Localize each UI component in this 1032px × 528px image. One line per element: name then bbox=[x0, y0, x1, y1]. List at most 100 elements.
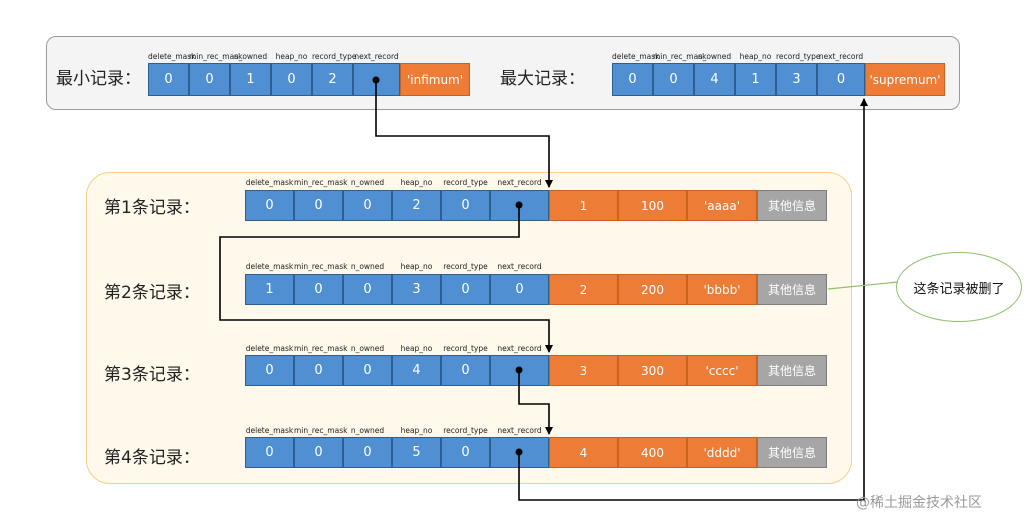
header-record-type: record_type bbox=[443, 262, 488, 271]
record-3-other-info-cell: 其他信息 bbox=[757, 355, 827, 386]
infimum-pointer-dot bbox=[372, 76, 380, 84]
header-delete-mask: delete_mask bbox=[148, 52, 196, 61]
header-heap-no: heap_no bbox=[400, 344, 433, 353]
record-2-delete-mask-cell: 1 bbox=[245, 274, 294, 305]
header-record-type: record_type bbox=[443, 344, 488, 353]
header-n-owned: n_owned bbox=[350, 262, 385, 271]
header-record-type: record_type bbox=[443, 426, 488, 435]
record-1-delete-mask-cell: 0 bbox=[245, 190, 294, 221]
record-4-to-supremum-arrow bbox=[518, 98, 868, 501]
record-4-record-type-cell: 0 bbox=[441, 437, 490, 468]
header-n-owned: n_owned bbox=[350, 178, 385, 187]
header-next-record: next_record bbox=[354, 52, 399, 61]
callout-pointer-line bbox=[827, 281, 899, 290]
record-4-value-cell: 400 bbox=[618, 437, 687, 468]
record-3-record-type-cell: 0 bbox=[441, 355, 490, 386]
header-delete-mask: delete_mask bbox=[245, 344, 294, 353]
header-next-record: next_record bbox=[818, 52, 864, 61]
header-heap-no: heap_no bbox=[400, 426, 433, 435]
header-n-owned: n_owned bbox=[233, 52, 268, 61]
record-1-id-cell: 1 bbox=[549, 190, 618, 221]
header-next-record: next_record bbox=[497, 262, 542, 271]
record-3-value-cell: 300 bbox=[618, 355, 687, 386]
header-min-rec-mask: min_rec_mask bbox=[653, 52, 707, 61]
infimum-record-type-cell: 2 bbox=[312, 63, 353, 96]
header-heap-no: heap_no bbox=[400, 178, 433, 187]
record-4-n-owned-cell: 0 bbox=[343, 437, 392, 468]
supremum-label: 最大记录： bbox=[500, 69, 585, 89]
record-2-value-cell: 200 bbox=[618, 274, 687, 305]
header-record-type: record_type bbox=[776, 52, 821, 61]
supremum-record-type-cell: 3 bbox=[776, 63, 817, 96]
record-1-string-cell: 'aaaa' bbox=[687, 190, 757, 221]
record-3-n-owned-cell: 0 bbox=[343, 355, 392, 386]
record-4-pointer-dot bbox=[515, 448, 523, 456]
supremum-heap-no-cell: 1 bbox=[735, 63, 776, 96]
header-heap-no: heap_no bbox=[400, 262, 433, 271]
record-2-n-owned-cell: 0 bbox=[343, 274, 392, 305]
record-2-next-record-cell: 0 bbox=[490, 274, 549, 305]
infimum-data-cell: 'infimum' bbox=[400, 63, 470, 96]
record-4-id-cell: 4 bbox=[549, 437, 618, 468]
header-next-record: next_record bbox=[497, 344, 542, 353]
record-3-string-cell: 'cccc' bbox=[687, 355, 757, 386]
supremum-next-record-cell: 0 bbox=[817, 63, 865, 96]
record-3-to-record-4-arrow bbox=[518, 370, 553, 435]
record-3-id-cell: 3 bbox=[549, 355, 618, 386]
header-min-rec-mask: min_rec_mask bbox=[294, 426, 348, 435]
record-1-value-cell: 100 bbox=[618, 190, 687, 221]
record-2-string-cell: 'bbbb' bbox=[687, 274, 757, 305]
record-4-string-cell: 'dddd' bbox=[687, 437, 757, 468]
record-1-to-record-3-arrow bbox=[219, 205, 553, 353]
record-1-heap-no-cell: 2 bbox=[392, 190, 441, 221]
supremum-min-rec-mask-cell: 0 bbox=[653, 63, 694, 96]
header-next-record: next_record bbox=[497, 426, 542, 435]
watermark: @稀土掘金技术社区 bbox=[856, 495, 982, 511]
record-1-n-owned-cell: 0 bbox=[343, 190, 392, 221]
record-2-min-rec-mask-cell: 0 bbox=[294, 274, 343, 305]
record-4-heap-no-cell: 5 bbox=[392, 437, 441, 468]
record-3-pointer-dot bbox=[515, 366, 523, 374]
header-heap-no: heap_no bbox=[275, 52, 308, 61]
record-1-label: 第1条记录： bbox=[104, 198, 200, 218]
record-1-other-info-cell: 其他信息 bbox=[757, 190, 827, 221]
record-1-min-rec-mask-cell: 0 bbox=[294, 190, 343, 221]
header-delete-mask: delete_mask bbox=[245, 178, 294, 187]
record-2-label: 第2条记录： bbox=[104, 283, 200, 303]
header-min-rec-mask: min_rec_mask bbox=[294, 344, 348, 353]
header-delete-mask: delete_mask bbox=[245, 262, 294, 271]
user-records-panel bbox=[86, 172, 852, 484]
record-2-heap-no-cell: 3 bbox=[392, 274, 441, 305]
header-record-type: record_type bbox=[312, 52, 357, 61]
header-n-owned: n_owned bbox=[350, 344, 385, 353]
record-3-min-rec-mask-cell: 0 bbox=[294, 355, 343, 386]
record-3-label: 第3条记录： bbox=[104, 365, 200, 385]
supremum-n-owned-cell: 4 bbox=[694, 63, 735, 96]
header-n-owned: n_owned bbox=[350, 426, 385, 435]
infimum-to-record-1-arrow bbox=[375, 80, 553, 188]
header-min-rec-mask: min_rec_mask bbox=[294, 262, 348, 271]
deleted-record-callout: 这条记录被删了 bbox=[896, 252, 1022, 322]
record-3-delete-mask-cell: 0 bbox=[245, 355, 294, 386]
header-delete-mask: delete_mask bbox=[612, 52, 660, 61]
record-4-min-rec-mask-cell: 0 bbox=[294, 437, 343, 468]
header-record-type: record_type bbox=[443, 178, 488, 187]
supremum-delete-mask-cell: 0 bbox=[612, 63, 653, 96]
record-4-label: 第4条记录： bbox=[104, 448, 200, 468]
record-1-record-type-cell: 0 bbox=[441, 190, 490, 221]
header-min-rec-mask: min_rec_mask bbox=[189, 52, 243, 61]
record-2-other-info-cell: 其他信息 bbox=[757, 274, 827, 305]
header-min-rec-mask: min_rec_mask bbox=[294, 178, 348, 187]
infimum-label: 最小记录： bbox=[56, 69, 141, 89]
infimum-min-rec-mask-cell: 0 bbox=[189, 63, 230, 96]
record-4-delete-mask-cell: 0 bbox=[245, 437, 294, 468]
header-delete-mask: delete_mask bbox=[245, 426, 294, 435]
record-1-pointer-dot bbox=[515, 201, 523, 209]
infimum-n-owned-cell: 1 bbox=[230, 63, 271, 96]
infimum-heap-no-cell: 0 bbox=[271, 63, 312, 96]
supremum-data-cell: 'supremum' bbox=[865, 63, 945, 96]
infimum-delete-mask-cell: 0 bbox=[148, 63, 189, 96]
record-2-id-cell: 2 bbox=[549, 274, 618, 305]
header-next-record: next_record bbox=[497, 178, 542, 187]
